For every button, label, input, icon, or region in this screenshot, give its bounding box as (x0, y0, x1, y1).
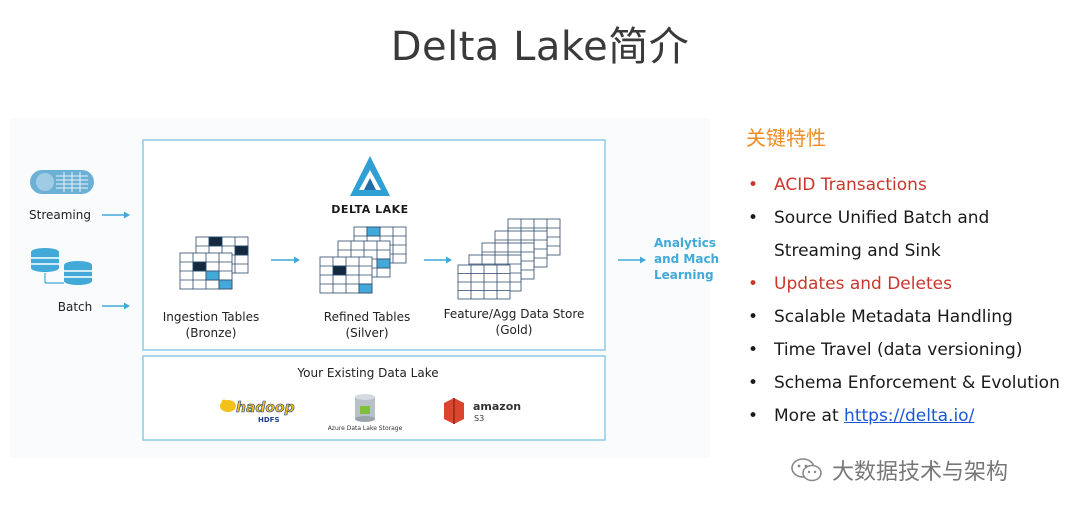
stage-tier-silver: (Silver) (345, 326, 388, 340)
output-label-line3: Learning (654, 268, 714, 282)
feature-item: •ACID Transactions (748, 175, 927, 195)
watermark-text: 大数据技术与架构 (832, 460, 1009, 485)
refined-tables-icon (319, 226, 407, 294)
svg-text:HDFS: HDFS (258, 416, 280, 424)
architecture-diagram: Streaming Batch DELTA LAKE (29, 139, 720, 441)
features-heading: 关键特性 (746, 126, 826, 150)
data-lake-label: Your Existing Data Lake (296, 366, 438, 380)
feature-item: •Updates and Deletes (748, 274, 952, 294)
output-label-line2: and Machine (654, 252, 720, 266)
azure-storage-icon: Azure Data Lake Storage (328, 394, 403, 432)
stage-tier-gold: (Gold) (496, 323, 533, 337)
watermark: 大数据技术与架构 (790, 452, 1008, 488)
stage-label-ingestion: Ingestion Tables (163, 310, 259, 324)
gold-tables-icon (457, 218, 561, 300)
feature-item: •Source Unified Batch and Streaming and … (748, 208, 990, 261)
hadoop-logo-icon: hadoop HDFS (220, 399, 295, 424)
svg-text:S3: S3 (474, 414, 484, 423)
svg-text:hadoop: hadoop (236, 400, 295, 416)
output-label-line1: Analytics (654, 236, 716, 250)
database-icon (31, 248, 92, 285)
feature-item: •Schema Enforcement & Evolution (748, 373, 1060, 393)
delta-io-link[interactable]: https://delta.io/ (844, 406, 975, 426)
stage-label-feature: Feature/Agg Data Store (444, 307, 585, 321)
feature-item: •Scalable Metadata Handling (748, 307, 1013, 327)
feature-item: •More at https://delta.io/ (748, 406, 975, 426)
svg-text:Azure Data Lake Storage: Azure Data Lake Storage (328, 425, 403, 432)
feature-list: •ACID Transactions •Source Unified Batch… (746, 169, 1076, 433)
wechat-icon (791, 458, 822, 482)
stage-label-refined: Refined Tables (324, 310, 410, 324)
delta-lake-logo-icon (350, 156, 390, 196)
source-label-batch: Batch (58, 300, 93, 314)
amazon-s3-icon: amazon S3 (444, 398, 521, 424)
streaming-icon (30, 170, 94, 194)
svg-text:amazon: amazon (473, 400, 521, 413)
delta-lake-logo-text: DELTA LAKE (331, 203, 408, 216)
source-label-streaming: Streaming (29, 208, 91, 222)
feature-item: •Time Travel (data versioning) (748, 340, 1023, 360)
ingestion-tables-icon (179, 236, 249, 290)
features-panel: 关键特性 •ACID Transactions •Source Unified … (746, 125, 1076, 433)
page-title: Delta Lake简介 (390, 24, 690, 70)
stage-tier-bronze: (Bronze) (186, 326, 237, 340)
